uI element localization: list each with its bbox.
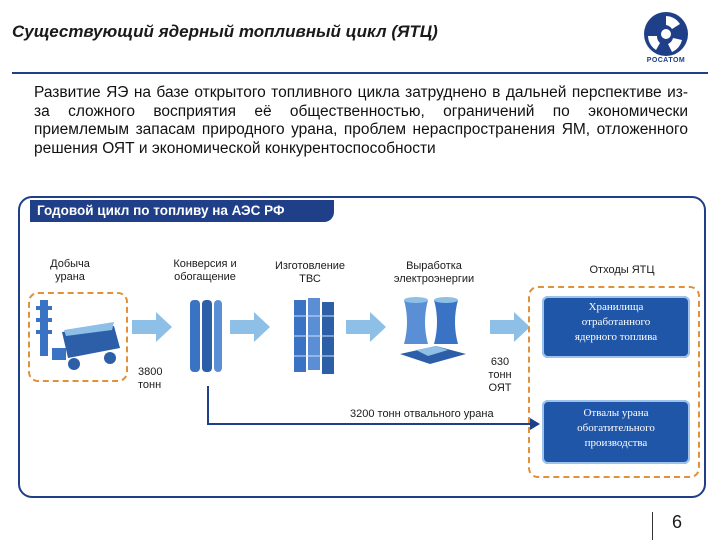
depleted-uranium-label: 3200 тонн отвального урана — [350, 408, 494, 420]
enrichment-cylinders-icon — [190, 300, 222, 372]
arrow-1-icon — [132, 312, 172, 342]
fuel-assemblies-icon — [294, 298, 334, 374]
mining-illustration-icon — [36, 300, 120, 370]
intro-paragraph: Развитие ЯЭ на базе открытого топливного… — [34, 84, 688, 157]
panel-title-bar — [30, 200, 334, 222]
panel-title: Годовой цикл по топливу на АЭС РФ — [37, 203, 285, 218]
rosatom-logo-icon — [644, 12, 688, 56]
power-plant-icon — [400, 297, 466, 364]
tails-flow-line — [207, 386, 540, 430]
mining-highlight-box — [28, 292, 128, 382]
page-number-divider — [652, 512, 653, 540]
arrow-3-icon — [346, 312, 386, 342]
page-title: Существующий ядерный топливный цикл (ЯТЦ… — [12, 22, 438, 41]
page-number: 6 — [672, 512, 683, 532]
title-divider — [12, 72, 708, 74]
waste-highlight-box — [528, 286, 700, 478]
stage-waste-label: Отходы ЯТЦ — [589, 264, 655, 276]
logo-text: РОСАТОМ — [646, 57, 686, 64]
fuel-cycle-panel — [18, 196, 706, 498]
arrow-2-icon — [230, 312, 270, 342]
arrow-4-icon — [490, 312, 530, 342]
